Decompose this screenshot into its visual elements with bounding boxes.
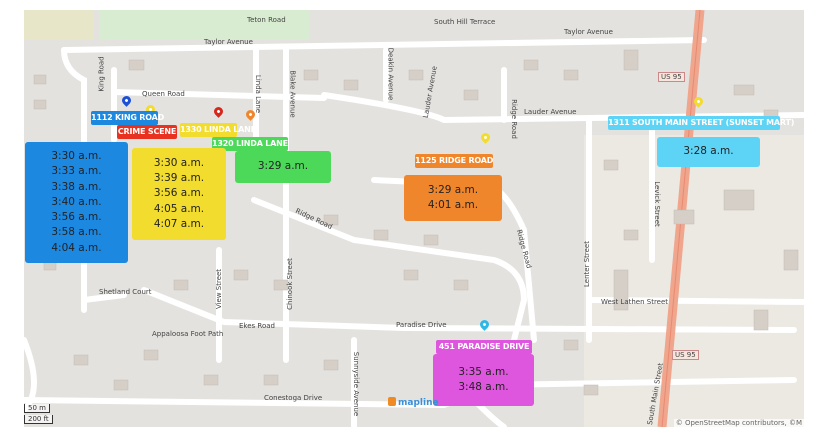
time: 3:56 a.m.: [153, 187, 205, 200]
street-label: Lenter Street: [582, 241, 591, 287]
street-label: South Hill Terrace: [434, 18, 496, 26]
us-95-shield: US 95: [658, 72, 685, 82]
street-label: Paradise Drive: [396, 321, 447, 329]
time: 4:05 a.m.: [153, 202, 205, 215]
street-label: Lauder Avenue: [524, 108, 577, 116]
time: 4:01 a.m.: [427, 199, 479, 211]
location-label-1320-linda-lane: 1320 LINDA LANE: [212, 137, 288, 151]
times-box-king-road: 3:30 a.m. 3:33 a.m. 3:38 a.m. 3:40 a.m. …: [25, 142, 128, 263]
street-label: Linda Lane: [254, 74, 263, 114]
time: 3:29 a.m.: [427, 183, 479, 196]
us-95-shield: US 95: [672, 350, 699, 360]
street-label: Taylor Avenue: [204, 38, 253, 46]
times-box-sunset-mart: 3:28 a.m.: [657, 137, 760, 167]
street-label: Ekes Road: [239, 322, 275, 330]
times-box-paradise-drive: 3:35 a.m. 3:48 a.m.: [433, 354, 534, 406]
street-label: Shetland Court: [99, 288, 152, 296]
location-label-paradise-drive: 451 PARADISE DRIVE: [436, 340, 532, 354]
scale-imperial: 200 ft: [24, 415, 53, 424]
road-network: [24, 10, 804, 427]
time: 3:39 a.m.: [153, 172, 205, 185]
time: 3:35 a.m.: [458, 365, 509, 378]
street-label: View Street: [215, 268, 224, 310]
time: 3:33 a.m.: [51, 165, 102, 178]
street-label: Teton Road: [247, 16, 286, 24]
location-label-crime-scene: CRIME SCENE: [117, 125, 177, 139]
time: 3:30 a.m.: [51, 150, 102, 163]
street-label: Taylor Avenue: [564, 28, 613, 36]
street-label: West Lathen Street: [601, 298, 669, 306]
street-label: King Road: [97, 56, 106, 92]
time: 3:28 a.m.: [683, 145, 734, 158]
street-label: Ridge Road: [509, 99, 518, 139]
times-box-ridge-road: 3:29 a.m. 4:01 a.m.: [404, 175, 502, 221]
time: 3:56 a.m.: [51, 211, 102, 224]
location-label-1330-linda-lane: 1330 LINDA LANE: [180, 123, 256, 137]
time: 4:07 a.m.: [153, 217, 205, 230]
time: 3:48 a.m.: [458, 381, 509, 393]
mapline-logo-icon: [388, 397, 396, 406]
scale-metric: 50 m: [24, 404, 50, 413]
street-label: Chinook Street: [285, 258, 294, 310]
mapline-logo: mapline: [388, 397, 439, 408]
street-label: Deakin Avenue: [386, 47, 395, 101]
street-label: Levick Street: [652, 181, 661, 227]
street-label: Conestoga Drive: [264, 394, 323, 402]
location-label-king-road: 1112 KING ROAD: [91, 111, 164, 125]
location-label-sunset-mart: 1311 SOUTH MAIN STREET (SUNSET MART): [608, 116, 794, 130]
location-label-ridge-road: 1125 RIDGE ROAD: [415, 154, 493, 168]
times-box-1330-linda-lane: 3:30 a.m. 3:39 a.m. 3:56 a.m. 4:05 a.m. …: [132, 148, 226, 240]
logo-text: mapline: [398, 398, 439, 408]
time: 3:29 a.m.: [257, 160, 309, 173]
time: 3:38 a.m.: [51, 180, 102, 193]
time: 3:58 a.m.: [51, 226, 102, 239]
street-label: Appaloosa Foot Path: [152, 330, 224, 338]
street-label: Queen Road: [142, 90, 185, 98]
map[interactable]: Taylor Avenue Taylor Avenue Queen Road K…: [24, 10, 804, 427]
street-label: Blake Avenue: [288, 70, 297, 118]
time: 3:40 a.m.: [51, 195, 102, 208]
street-label: Sunnyside Avenue: [352, 351, 361, 417]
time: 4:04 a.m.: [51, 241, 102, 254]
times-box-1320-linda-lane: 3:29 a.m.: [235, 151, 331, 183]
time: 3:30 a.m.: [153, 156, 205, 169]
attribution[interactable]: © OpenStreetMap contributors, ©M: [673, 419, 804, 427]
